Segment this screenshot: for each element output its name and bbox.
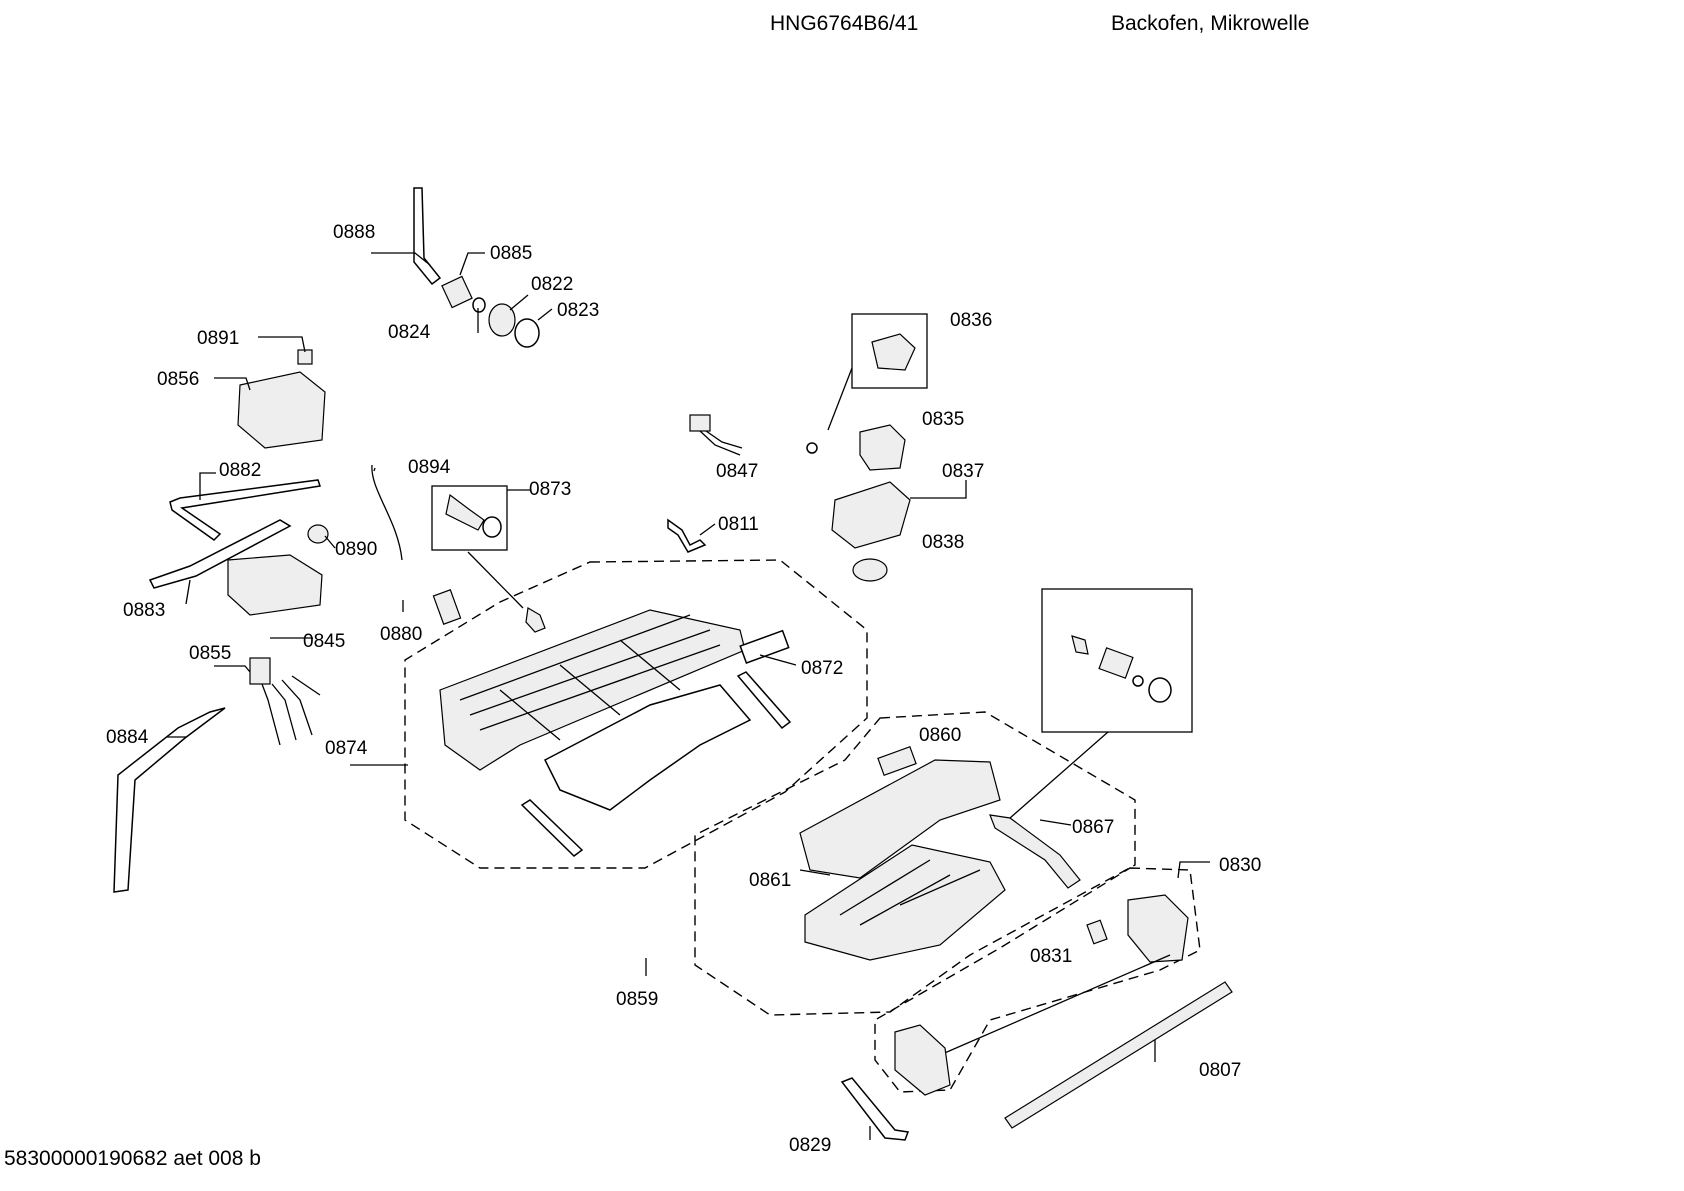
- part-label-0873: 0873: [529, 479, 571, 500]
- assembly-outline-0830: [874, 867, 1201, 1093]
- part-label-0807: 0807: [1199, 1060, 1241, 1081]
- inset-box-0873: [431, 485, 508, 551]
- assembly-outline-0874: [404, 559, 868, 869]
- model-number: HNG6764B6/41: [770, 12, 919, 35]
- part-label-0831: 0831: [1030, 946, 1072, 967]
- part-label-0835: 0835: [922, 409, 964, 430]
- part-label-0890: 0890: [335, 539, 377, 560]
- part-label-0883: 0883: [123, 600, 165, 621]
- part-label-0845: 0845: [303, 631, 345, 652]
- part-label-0894: 0894: [408, 457, 451, 478]
- inset-box-0867: [1041, 588, 1193, 733]
- part-label-0882: 0882: [219, 460, 261, 481]
- part-label-0856: 0856: [157, 369, 199, 390]
- part-labels: 0888 0885 0822 0823 0824 0891 0856 0882 …: [106, 222, 1261, 1156]
- part-label-0888: 0888: [333, 222, 375, 243]
- part-drawings: [113, 187, 1233, 1141]
- part-label-0867: 0867: [1072, 817, 1114, 838]
- part-label-0860: 0860: [919, 725, 961, 746]
- part-label-0885: 0885: [490, 243, 532, 264]
- inset-box-0836: [851, 313, 928, 389]
- part-label-0859: 0859: [616, 989, 658, 1010]
- document-id: 58300000190682 aet 008 b: [4, 1147, 261, 1170]
- part-label-0811: 0811: [718, 514, 759, 535]
- part-label-0874: 0874: [325, 738, 368, 759]
- part-label-0847: 0847: [716, 461, 758, 482]
- part-label-0884: 0884: [106, 727, 149, 748]
- part-label-0824: 0824: [388, 322, 431, 343]
- part-label-0822: 0822: [531, 274, 573, 295]
- part-label-0861: 0861: [749, 870, 791, 891]
- appliance-description: Backofen, Mikrowelle: [1111, 12, 1310, 35]
- part-label-0891: 0891: [197, 328, 239, 349]
- part-label-0836: 0836: [950, 310, 992, 331]
- part-label-0872: 0872: [801, 658, 843, 679]
- part-label-0830: 0830: [1219, 855, 1261, 876]
- part-label-0855: 0855: [189, 643, 231, 664]
- part-label-0823: 0823: [557, 300, 599, 321]
- part-label-0829: 0829: [789, 1135, 831, 1156]
- part-label-0838: 0838: [922, 532, 964, 553]
- part-label-0880: 0880: [380, 624, 422, 645]
- part-label-0837: 0837: [942, 461, 984, 482]
- assembly-outline-0859: [694, 711, 1136, 1016]
- leader-lines: [166, 252, 1210, 1140]
